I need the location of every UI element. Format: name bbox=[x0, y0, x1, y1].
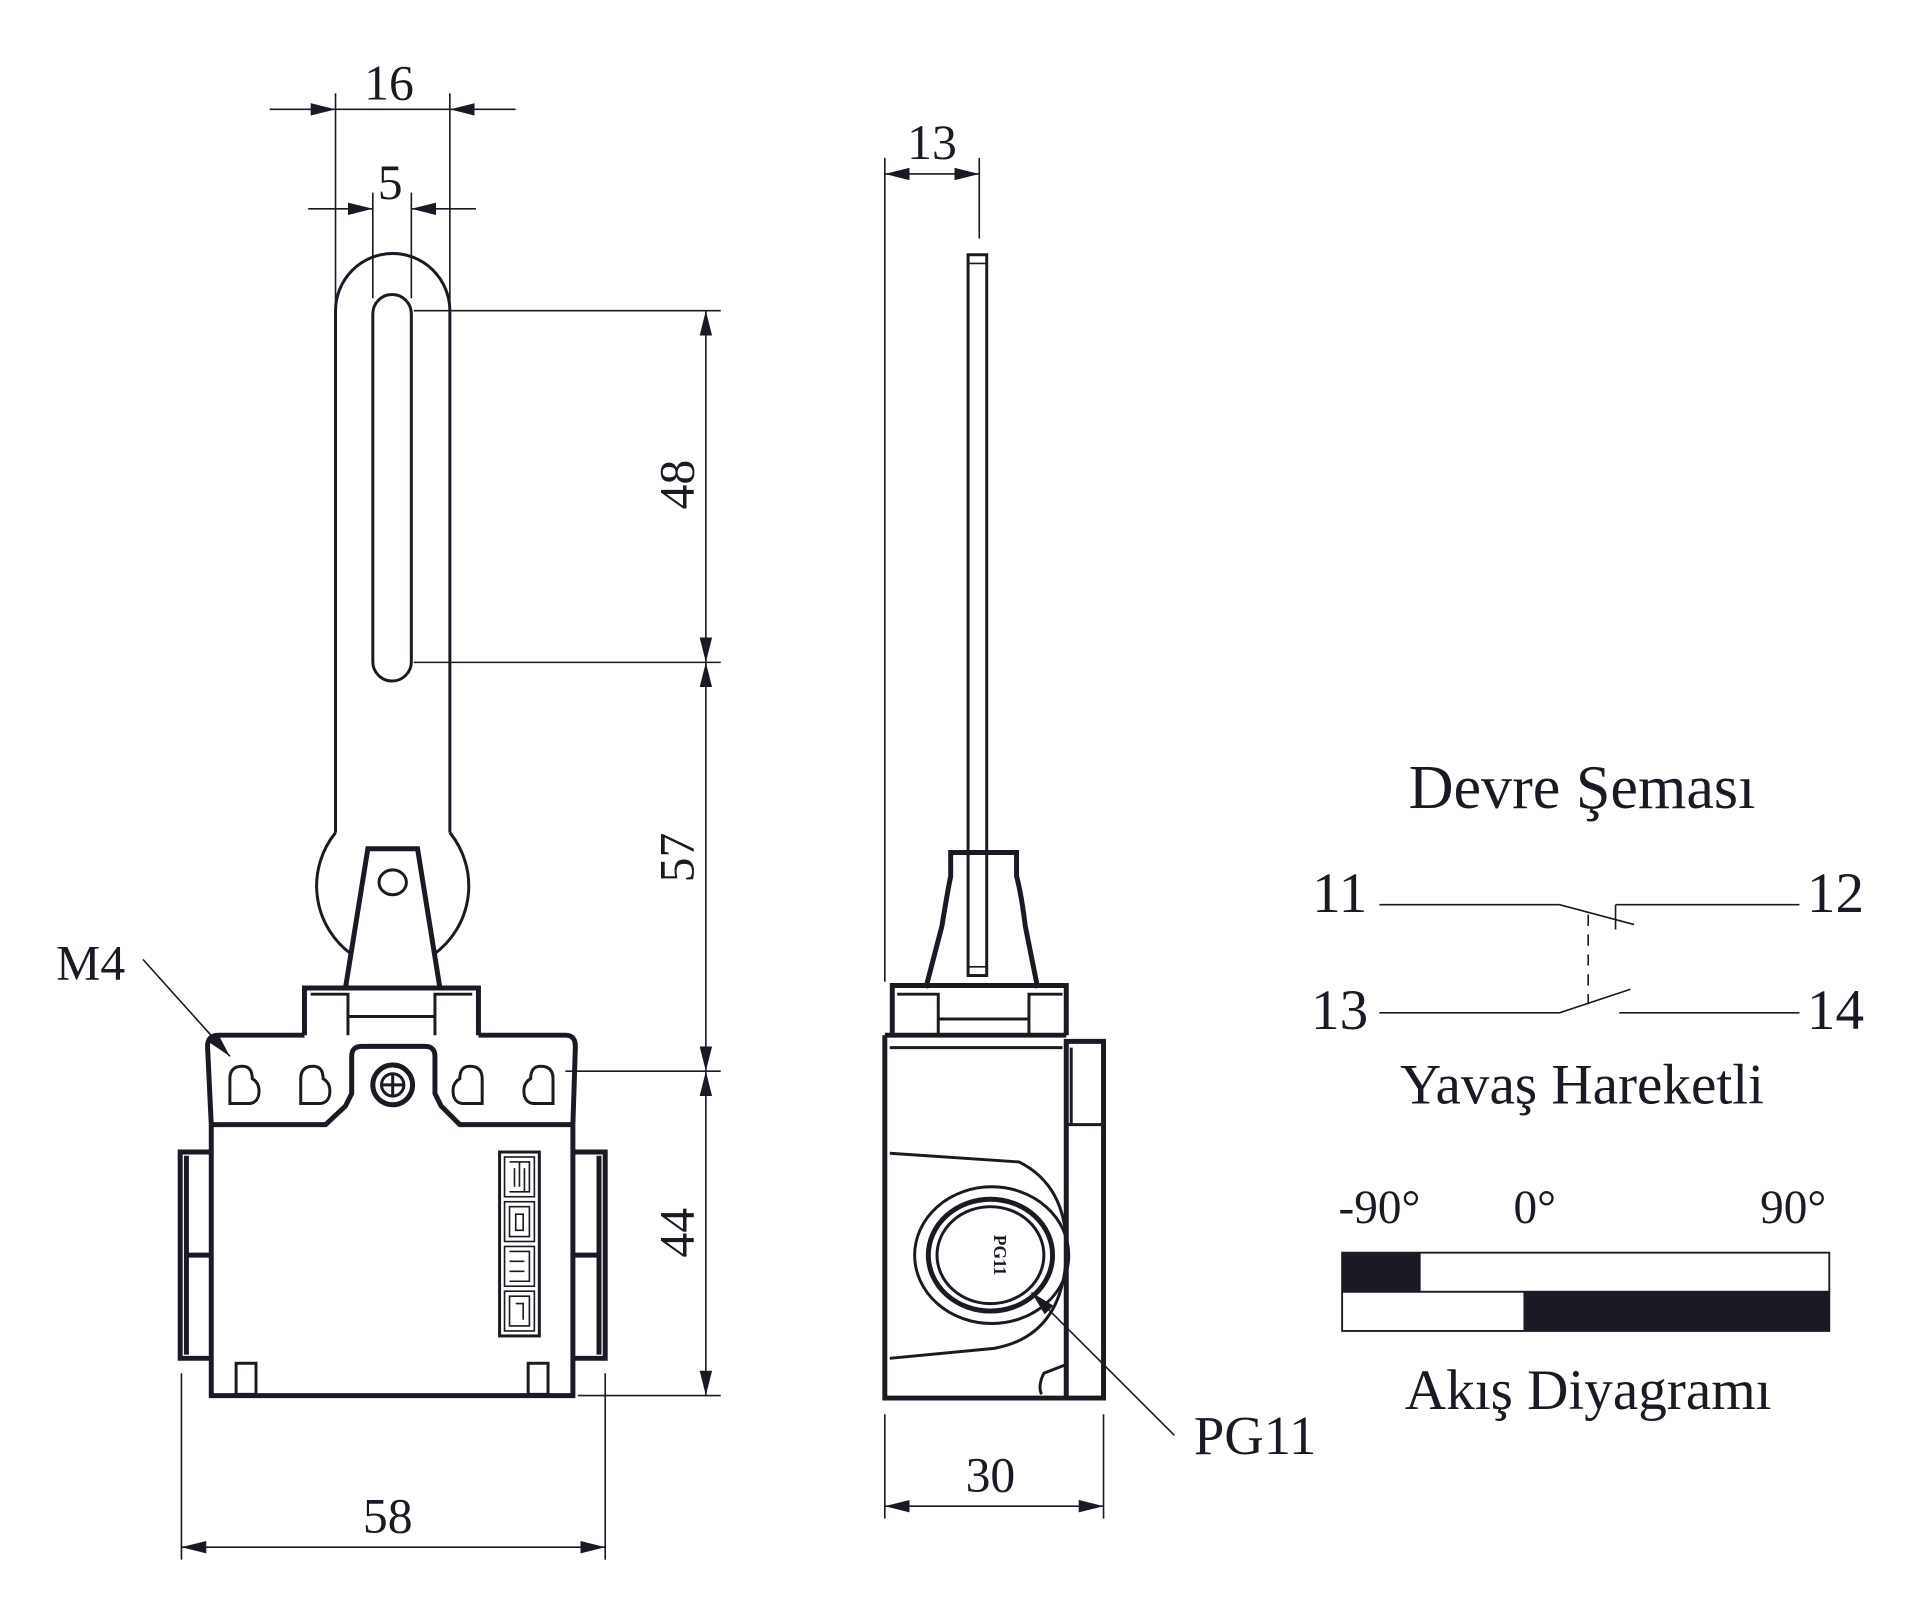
m4-label: M4 bbox=[56, 935, 125, 990]
terminal-11: 11 bbox=[1312, 862, 1367, 925]
dim-58-label: 58 bbox=[363, 1488, 413, 1543]
side-body bbox=[882, 1032, 1107, 1401]
cover-screw bbox=[370, 1062, 416, 1108]
dimension-16: 16 bbox=[269, 55, 516, 309]
dimension-vertical-chain: 48 57 44 bbox=[413, 309, 721, 1397]
gland-housing-curve bbox=[889, 1151, 1068, 1360]
flow-title: Akış Diyagramı bbox=[1405, 1359, 1772, 1422]
dimension-30: 30 bbox=[884, 1414, 1105, 1519]
side-view: 13 PG11 PG11 30 bbox=[882, 115, 1316, 1519]
flow-closed-segment-13-14 bbox=[1523, 1291, 1830, 1331]
circuit-title: Devre Şeması bbox=[1409, 754, 1756, 822]
mount-hole bbox=[451, 1064, 484, 1106]
tick-minus-90: -90° bbox=[1339, 1182, 1421, 1234]
dimension-13: 13 bbox=[884, 115, 981, 982]
pg11-label: PG11 bbox=[1194, 1405, 1316, 1466]
tick-0: 0° bbox=[1514, 1182, 1556, 1234]
flow-closed-segment-11-12 bbox=[1342, 1252, 1421, 1292]
head-inner bbox=[310, 992, 473, 1036]
side-tab-left bbox=[177, 1149, 212, 1361]
gland-marking: PG11 bbox=[990, 1235, 1009, 1276]
dim-16-label: 16 bbox=[364, 55, 414, 110]
switch-body bbox=[208, 1124, 576, 1399]
lever-outline bbox=[334, 252, 452, 833]
tick-90: 90° bbox=[1760, 1182, 1826, 1234]
side-tab-right bbox=[572, 1149, 608, 1361]
side-head bbox=[889, 982, 1069, 1036]
terminal-13: 13 bbox=[1311, 979, 1368, 1042]
bottom-clip bbox=[234, 1361, 258, 1396]
pg11-callout: PG11 bbox=[1030, 1291, 1316, 1466]
mount-holes bbox=[228, 1064, 555, 1106]
roller-circle bbox=[315, 831, 471, 956]
terminal-12: 12 bbox=[1807, 862, 1864, 925]
mount-hole bbox=[522, 1064, 555, 1106]
dimension-58: 58 bbox=[180, 1373, 607, 1560]
flow-diagram: -90° 0° 90° Akış Diyagramı bbox=[1339, 1182, 1831, 1422]
head-block bbox=[301, 985, 481, 1036]
dim-5-label: 5 bbox=[378, 155, 403, 210]
nc-contact bbox=[1379, 903, 1800, 930]
lever-slot bbox=[371, 293, 413, 683]
dim-13-label: 13 bbox=[907, 115, 957, 170]
mount-hole bbox=[228, 1064, 261, 1106]
pg11-gland: PG11 bbox=[913, 1185, 1071, 1325]
dimension-5: 5 bbox=[308, 155, 476, 299]
actuator-boot bbox=[923, 850, 1041, 989]
lever-blade bbox=[966, 253, 989, 978]
tab-hole bbox=[377, 868, 408, 897]
dim-48-label: 48 bbox=[649, 460, 704, 510]
bottom-clip bbox=[526, 1361, 550, 1396]
flow-bars bbox=[1341, 1251, 1831, 1332]
emas-logo bbox=[498, 1150, 541, 1338]
m4-callout: M4 bbox=[56, 935, 231, 1057]
actuator-tab bbox=[343, 846, 443, 989]
no-contact bbox=[1379, 988, 1800, 1014]
circuit-subtitle: Yavaş Hareketli bbox=[1400, 1054, 1764, 1117]
circuit-diagram: Devre Şeması 11 12 13 14 Yavaş Hareketli bbox=[1311, 754, 1864, 1117]
dim-57-label: 57 bbox=[649, 833, 704, 883]
dim-44-label: 44 bbox=[649, 1208, 704, 1258]
plate-notch bbox=[211, 1043, 573, 1128]
front-view: 16 5 48 57 44 58 M4 bbox=[56, 55, 721, 1560]
mount-hole bbox=[299, 1064, 332, 1106]
terminal-14: 14 bbox=[1807, 979, 1864, 1042]
dim-30-label: 30 bbox=[966, 1447, 1016, 1502]
